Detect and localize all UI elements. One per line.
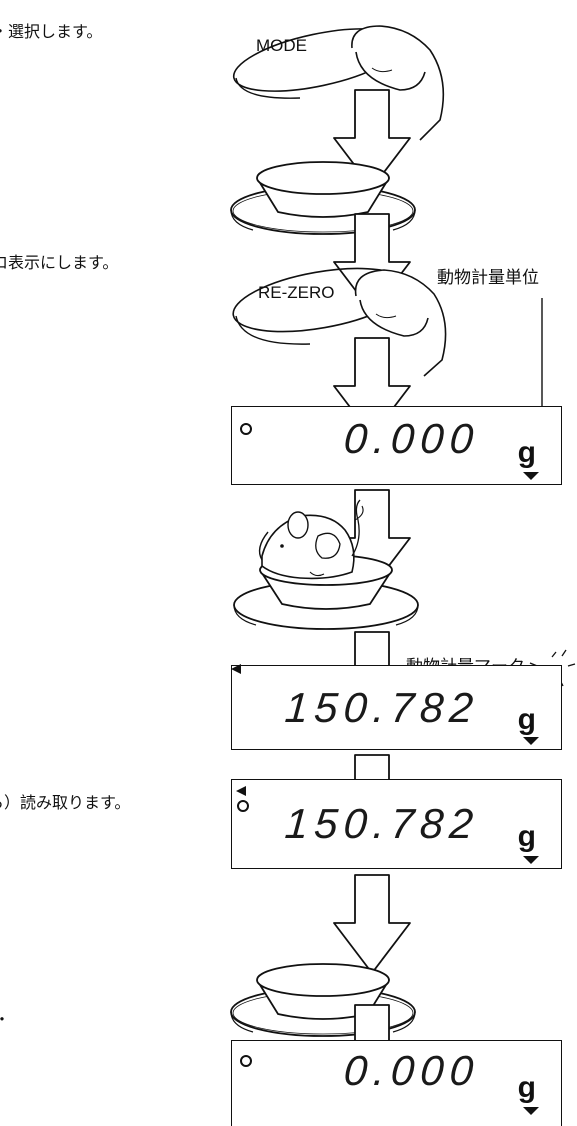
animal-mark-icon <box>236 786 246 796</box>
pan-with-mouse <box>233 499 419 630</box>
mode-button-illustration <box>232 25 445 141</box>
unit-marker-icon <box>523 472 539 480</box>
display-unit: g <box>517 703 536 736</box>
mode-button-label: MODE <box>256 36 307 55</box>
unit-marker-icon <box>523 1107 539 1115</box>
display-value: 0.000 <box>342 1047 481 1094</box>
stable-indicator-icon <box>237 800 249 812</box>
display-value: 0.000 <box>342 415 481 462</box>
display-unit: g <box>517 436 536 469</box>
instruction-step3: ら）読み取ります。 <box>0 793 131 812</box>
display-unit: g <box>517 820 536 853</box>
weight-display-4: 0.000 g <box>231 1040 562 1126</box>
unit-marker-icon <box>523 737 539 745</box>
display-unit: g <box>517 1071 536 1104</box>
arrow-7 <box>333 874 411 974</box>
instruction-step4: ・ <box>0 1012 10 1028</box>
stable-indicator-icon <box>240 1055 252 1067</box>
display-value: 150.782 <box>283 684 481 731</box>
display-value: 150.782 <box>283 800 481 847</box>
weight-display-2: 150.782 g <box>231 664 562 750</box>
rezero-button-illustration <box>232 267 447 377</box>
animal-mark-icon <box>231 664 241 674</box>
rezero-button-label: RE-ZERO <box>258 283 335 302</box>
animal-unit-callout: 動物計量単位 <box>437 268 539 288</box>
weight-display-3: 150.782 g <box>231 779 562 869</box>
unit-marker-icon <box>523 856 539 864</box>
instruction-step1: ・選択します。 <box>0 22 103 41</box>
weight-display-1: 0.000 g <box>231 406 562 485</box>
instruction-step2: ロ表示にします。 <box>0 253 119 272</box>
stable-indicator-icon <box>240 423 252 435</box>
